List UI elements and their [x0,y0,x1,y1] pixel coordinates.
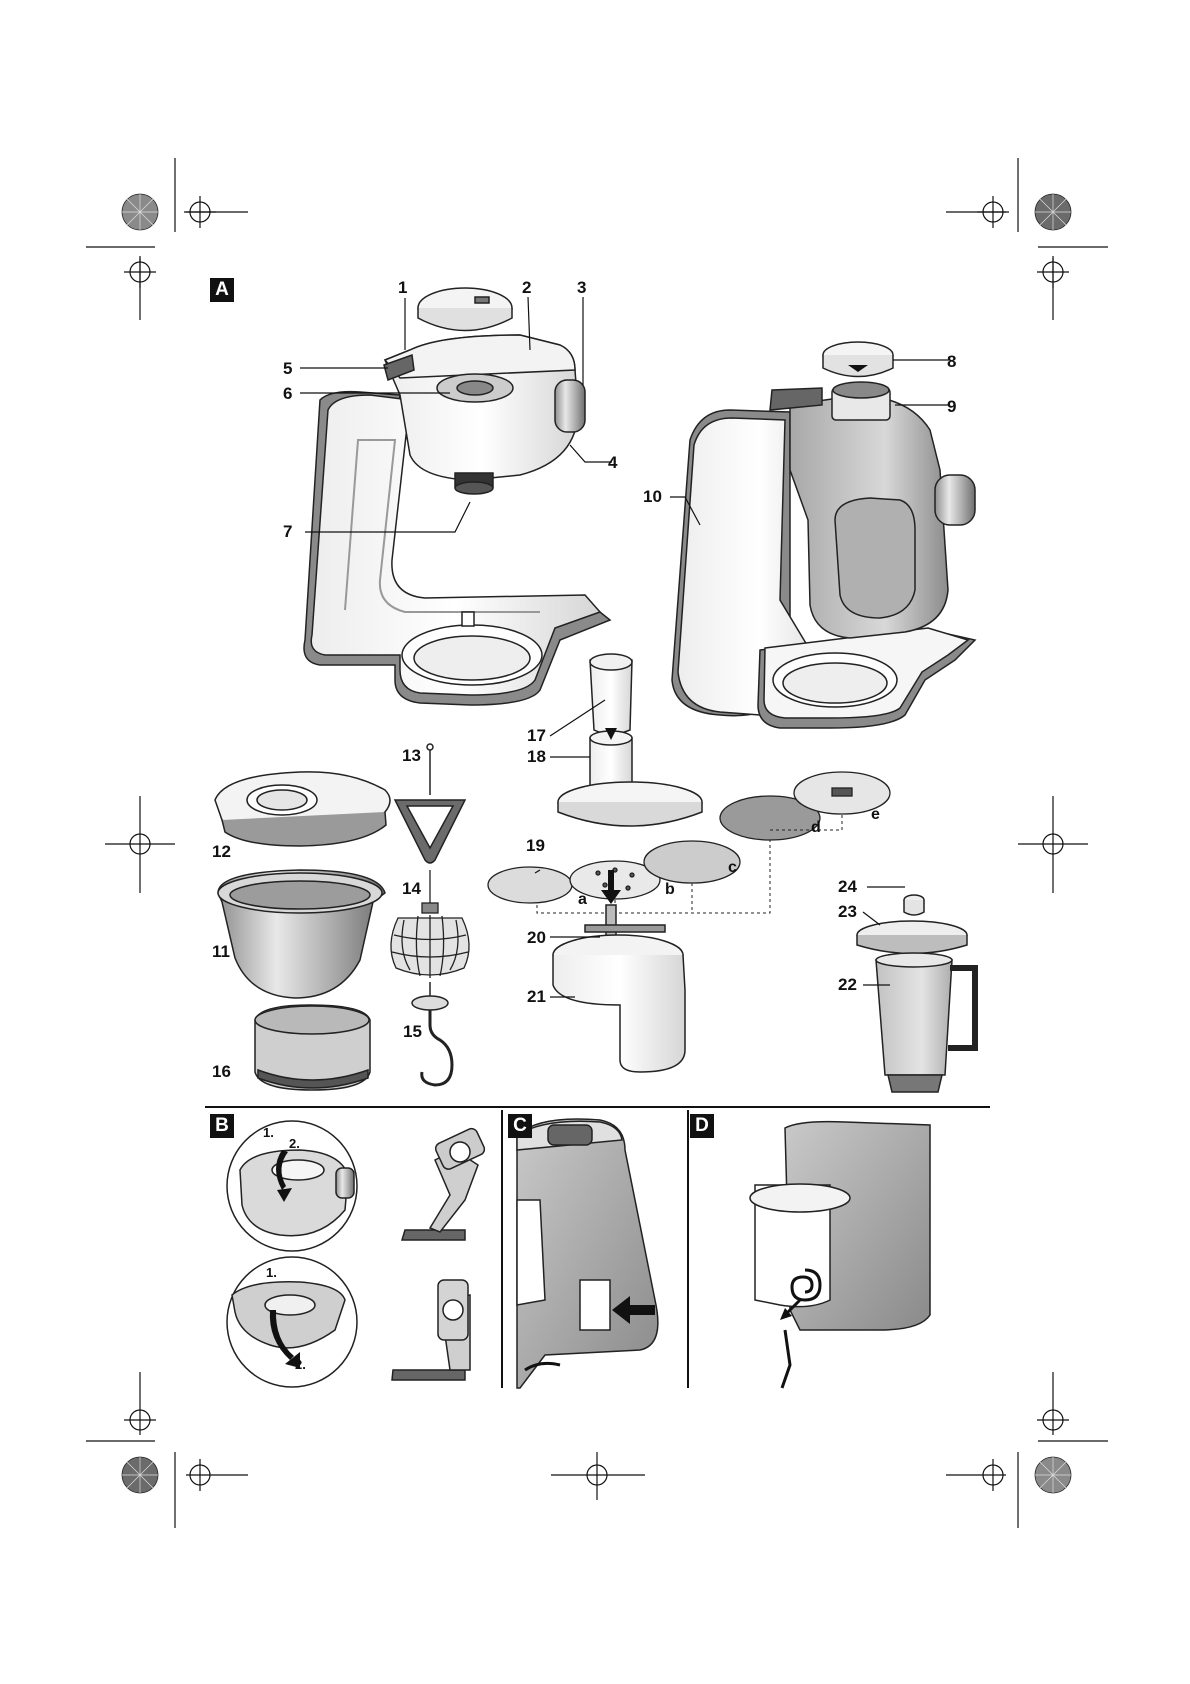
callout-7: 7 [283,522,293,541]
continuous-shredder-bowl [552,934,686,1073]
step-label-1-top: 1. [263,1125,274,1140]
callout-12: 12 [212,842,231,861]
callout-6: 6 [283,384,293,403]
disc-label-d: d [811,819,821,836]
feed-tube-pusher [589,653,633,735]
callout-16: 16 [212,1062,231,1081]
cable-coil-icon [780,1268,822,1320]
color-wheel-icon [121,193,1072,1494]
splash-guard [214,771,391,847]
step-label-2-bottom: 2. [295,1357,306,1372]
callout-17: 17 [527,726,546,745]
accessory-bag [254,1004,371,1091]
food-processor-base-unit [303,287,612,706]
kneading-hook [411,982,454,1087]
callout-14: 14 [402,879,421,898]
callout-11: 11 [212,942,230,961]
callout-24: 24 [838,877,857,896]
section-label-a: A [210,278,234,302]
leader-lines [300,296,950,998]
feed-tube-lid [557,730,703,827]
callout-4: 4 [608,453,618,472]
arrow-icon [612,1296,655,1324]
step-label-2-top: 2. [289,1136,300,1151]
callout-19: 19 [526,836,545,855]
section-label-c: C [508,1114,532,1138]
callout-1: 1 [398,278,408,297]
callout-10: 10 [643,487,662,506]
callout-18: 18 [527,747,546,766]
food-processor-with-cutter [671,341,977,729]
blender-jug [856,894,978,1093]
cable-storage-view [749,1120,931,1389]
callout-22: 22 [838,975,857,994]
callout-13: 13 [402,746,421,765]
callout-21: 21 [527,987,546,1006]
type-plate-view [516,1118,659,1389]
callout-20: 20 [527,928,546,947]
disc-label-c: c [728,859,737,876]
cutting-discs [487,771,891,904]
callout-8: 8 [947,352,957,371]
callout-9: 9 [947,397,957,416]
callout-3: 3 [577,278,587,297]
disc-label-b: b [665,881,675,898]
head-lock-instructions [226,1120,486,1388]
section-label-b: B [210,1114,234,1138]
callout-23: 23 [838,902,857,921]
disc-label-a: a [578,891,587,908]
arrow-icon [269,1150,300,1368]
callout-15: 15 [403,1022,422,1041]
disc-label-e: e [871,806,880,823]
section-label-d: D [690,1114,714,1138]
callout-5: 5 [283,359,293,378]
mixing-bowl [217,869,386,999]
callout-2: 2 [522,278,532,297]
arrow-icon [601,728,621,904]
whisk [390,870,470,978]
beater [393,743,467,864]
registration-mark-icon [86,158,1108,1528]
step-label-1-bottom: 1. [266,1265,277,1280]
